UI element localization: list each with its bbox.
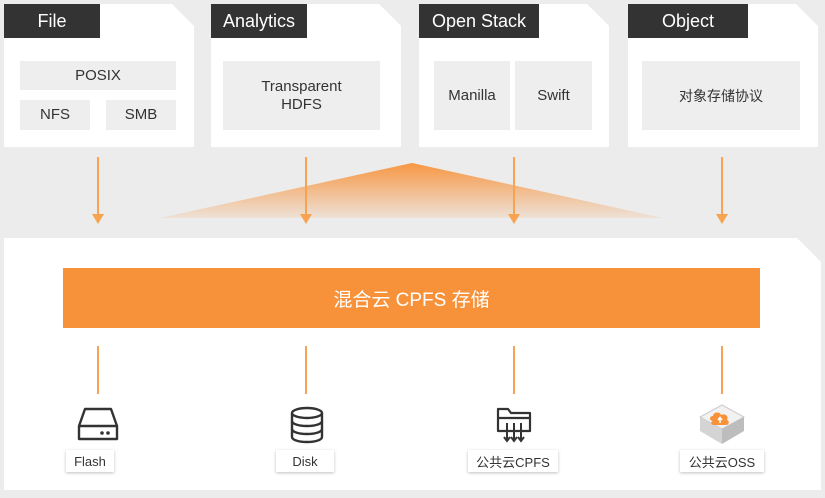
cloud-oss-icon xyxy=(698,404,746,444)
database-icon xyxy=(290,406,324,444)
connector-line xyxy=(305,346,307,394)
cloud-file-system-icon xyxy=(496,407,532,443)
protocol-tab: Analytics xyxy=(211,4,307,38)
storage-title-band: 混合云 CPFS 存储 xyxy=(63,268,760,328)
arrow-down-icon xyxy=(300,214,312,224)
arrow-line xyxy=(305,157,307,215)
protocol-chip: POSIX xyxy=(20,61,176,90)
protocol-card-object: Object 对象存储协议 xyxy=(628,4,818,147)
protocol-tab: Open Stack xyxy=(419,4,539,38)
protocol-card-file: File POSIX NFS SMB xyxy=(4,4,194,147)
arrow-down-icon xyxy=(92,214,104,224)
backend-label-public-oss: 公共云OSS xyxy=(680,450,764,472)
protocol-chip: 对象存储协议 xyxy=(642,61,800,130)
protocol-chip: Manilla xyxy=(434,61,510,130)
arrow-down-icon xyxy=(716,214,728,224)
card-fold xyxy=(587,4,609,26)
connector-line xyxy=(513,346,515,394)
backend-label-public-cpfs: 公共云CPFS xyxy=(468,450,558,472)
card-fold xyxy=(172,4,194,26)
card-fold xyxy=(796,4,818,26)
hard-drive-icon xyxy=(77,407,119,441)
protocol-chip: NFS xyxy=(20,100,90,130)
protocol-tab: Object xyxy=(628,4,748,38)
arrow-line xyxy=(97,157,99,215)
backend-label-flash: Flash xyxy=(66,450,114,472)
card-fold xyxy=(379,4,401,26)
protocol-card-openstack: Open Stack Manilla Swift xyxy=(419,4,609,147)
protocol-chip: SMB xyxy=(106,100,176,130)
protocol-chip: Swift xyxy=(515,61,592,130)
protocol-chip: Transparent HDFS xyxy=(223,61,380,130)
connector-line xyxy=(97,346,99,394)
panel-fold xyxy=(797,238,821,262)
arrow-line xyxy=(513,157,515,215)
protocol-tab: File xyxy=(4,4,100,38)
arrow-line xyxy=(721,157,723,215)
backend-label-disk: Disk xyxy=(276,450,334,472)
protocol-card-analytics: Analytics Transparent HDFS xyxy=(211,4,401,147)
connector-line xyxy=(721,346,723,394)
arrow-down-icon xyxy=(508,214,520,224)
